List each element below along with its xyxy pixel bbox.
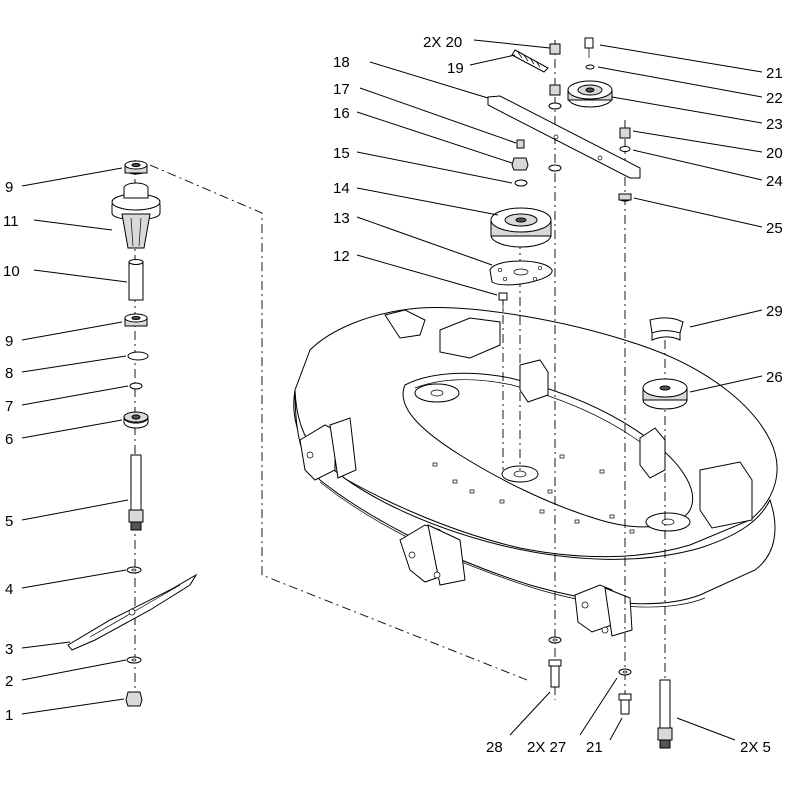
callout-12: 12 — [333, 248, 350, 265]
callout-14: 14 — [333, 180, 350, 197]
callout-21-top: 21 — [766, 65, 783, 82]
spindle-shaft — [128, 454, 144, 531]
callout-15: 15 — [333, 145, 350, 162]
idler-assembly — [487, 37, 641, 202]
right-side-parts — [642, 317, 688, 749]
callout-26: 26 — [766, 369, 783, 386]
mower-deck-housing — [293, 307, 778, 637]
callout-4: 4 — [5, 581, 13, 598]
callout-24: 24 — [766, 173, 783, 190]
callout-18: 18 — [333, 54, 350, 71]
callout-25: 25 — [766, 220, 783, 237]
callout-19: 19 — [447, 60, 464, 77]
callout-9-top: 9 — [5, 179, 13, 196]
callout-2: 2 — [5, 673, 13, 690]
callout-8: 8 — [5, 365, 13, 382]
callout-6: 6 — [5, 431, 13, 448]
callout-1: 1 — [5, 707, 13, 724]
callout-28: 28 — [486, 739, 503, 756]
callout-23: 23 — [766, 116, 783, 133]
spindle-assembly-left — [67, 160, 198, 707]
callout-7: 7 — [5, 398, 13, 415]
callout-2x20: 2X 20 — [423, 34, 462, 51]
callout-20: 20 — [766, 145, 783, 162]
callout-labels: 2X 20 19 18 17 16 15 14 13 12 21 22 23 2… — [3, 34, 783, 756]
callout-13: 13 — [333, 210, 350, 227]
spacer-tube — [128, 259, 144, 301]
callout-17: 17 — [333, 81, 350, 98]
bottom-hardware — [548, 636, 632, 715]
callout-5: 5 — [5, 513, 13, 530]
idler-pulley — [567, 80, 613, 108]
callout-2x5: 2X 5 — [740, 739, 771, 756]
deck-holes — [432, 454, 635, 534]
callout-3: 3 — [5, 641, 13, 658]
bearing-top — [124, 160, 148, 175]
callout-11: 11 — [3, 213, 19, 230]
callout-29: 29 — [766, 303, 783, 320]
callout-10: 10 — [3, 263, 20, 280]
callout-16: 16 — [333, 105, 350, 122]
center-pulley-stack — [489, 139, 553, 312]
callout-2x27: 2X 27 — [527, 739, 566, 756]
callout-22: 22 — [766, 90, 783, 107]
callout-9-bottom: 9 — [5, 333, 13, 350]
leader-lines — [21, 39, 763, 741]
bearing-bottom — [124, 313, 148, 327]
callout-21-bottom: 21 — [586, 739, 603, 756]
spindle-housing — [111, 182, 161, 249]
